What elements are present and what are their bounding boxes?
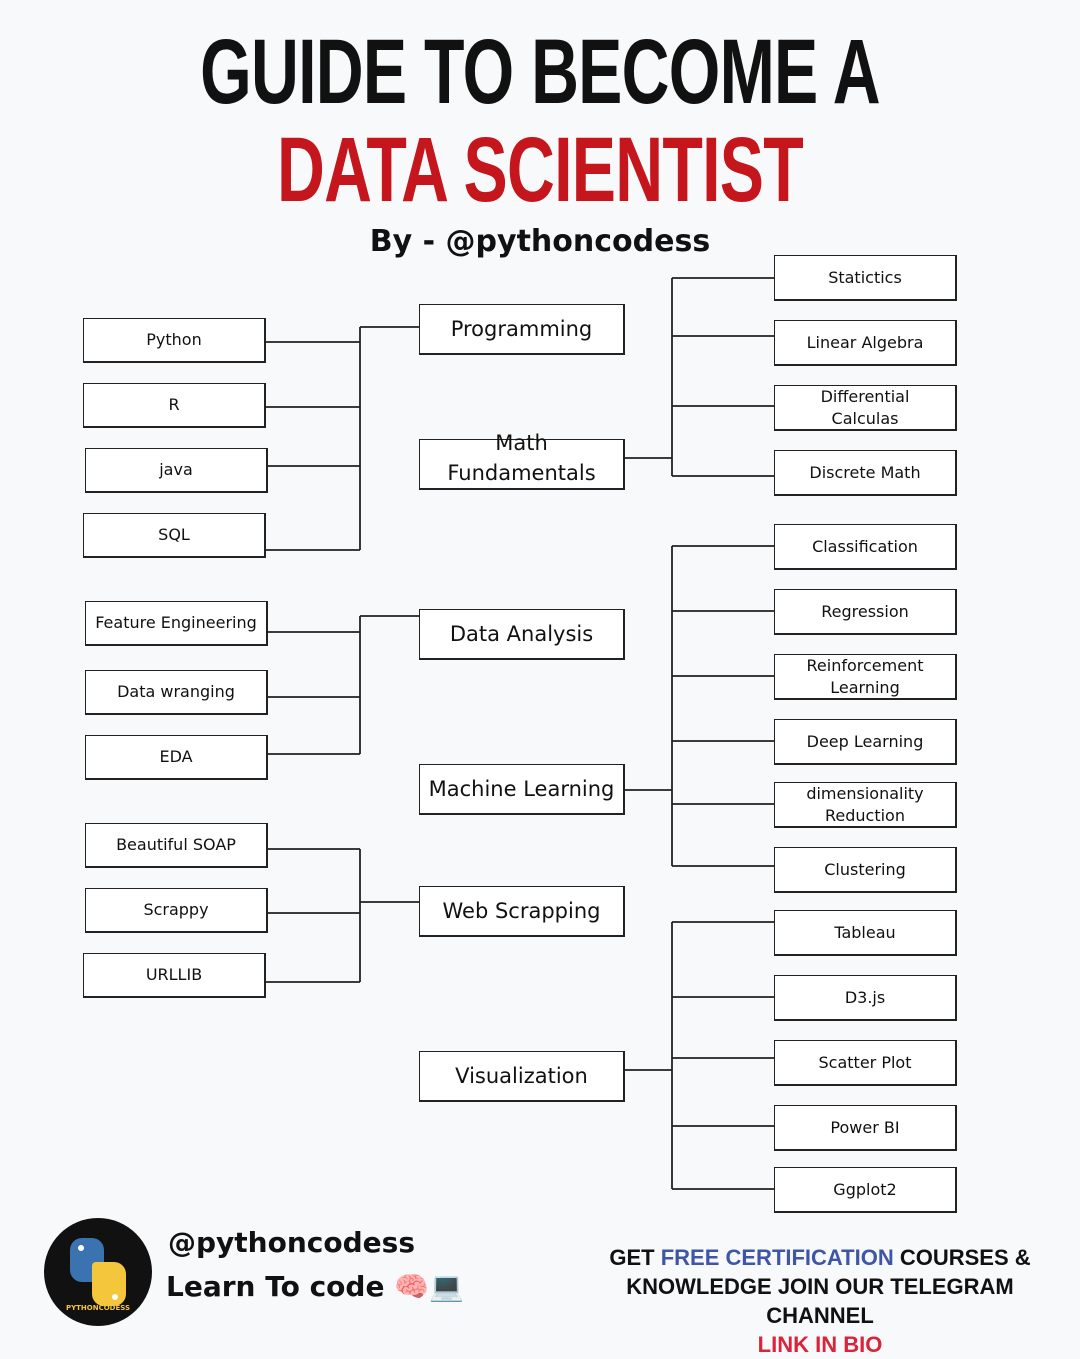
hub-machine-learning: Machine Learning bbox=[419, 764, 625, 815]
node-python: Python bbox=[83, 318, 266, 363]
hub-visualization: Visualization bbox=[419, 1051, 625, 1102]
node-scrappy: Scrappy bbox=[85, 888, 268, 933]
hub-programming: Programming bbox=[419, 304, 625, 355]
hub-data-analysis: Data Analysis bbox=[419, 609, 625, 660]
node-data-wranging: Data wranging bbox=[85, 670, 268, 715]
node-java: java bbox=[85, 448, 268, 493]
node-deep-learning: Deep Learning bbox=[774, 719, 957, 765]
footer-tagline: Learn To code 🧠💻 bbox=[166, 1270, 464, 1303]
node-power-bi: Power BI bbox=[774, 1105, 957, 1151]
node-ggplot2: Ggplot2 bbox=[774, 1167, 957, 1213]
title-line-2: DATA SCIENTIST bbox=[277, 119, 804, 221]
node-sql: SQL bbox=[83, 513, 266, 558]
byline: By - @pythoncodess bbox=[369, 224, 711, 259]
node-d3js: D3.js bbox=[774, 975, 957, 1021]
node-scatter-plot: Scatter Plot bbox=[774, 1040, 957, 1086]
cta-highlight: FREE CERTIFICATION bbox=[660, 1245, 894, 1270]
node-eda: EDA bbox=[85, 735, 268, 780]
node-classification: Classification bbox=[774, 524, 957, 570]
node-feature-engineering: Feature Engineering bbox=[85, 601, 268, 646]
node-regression: Regression bbox=[774, 589, 957, 635]
python-logo-icon: PYTHONCODESS bbox=[44, 1218, 152, 1326]
hub-web-scrapping: Web Scrapping bbox=[419, 886, 625, 937]
node-linear-algebra: Linear Algebra bbox=[774, 320, 957, 366]
node-tableau: Tableau bbox=[774, 910, 957, 956]
footer-handle: @pythoncodess bbox=[168, 1226, 415, 1259]
node-discrete-math: Discrete Math bbox=[774, 450, 957, 496]
link-in-bio: LINK IN BIO bbox=[757, 1332, 883, 1357]
node-urllib: URLLIB bbox=[83, 953, 266, 998]
title-line-1: GUIDE TO BECOME A bbox=[200, 21, 880, 123]
node-beautiful-soap: Beautiful SOAP bbox=[85, 823, 268, 868]
node-r: R bbox=[83, 383, 266, 428]
node-clustering: Clustering bbox=[774, 847, 957, 893]
node-statictics: Statictics bbox=[774, 255, 957, 301]
logo-text: PYTHONCODESS bbox=[65, 1304, 131, 1312]
